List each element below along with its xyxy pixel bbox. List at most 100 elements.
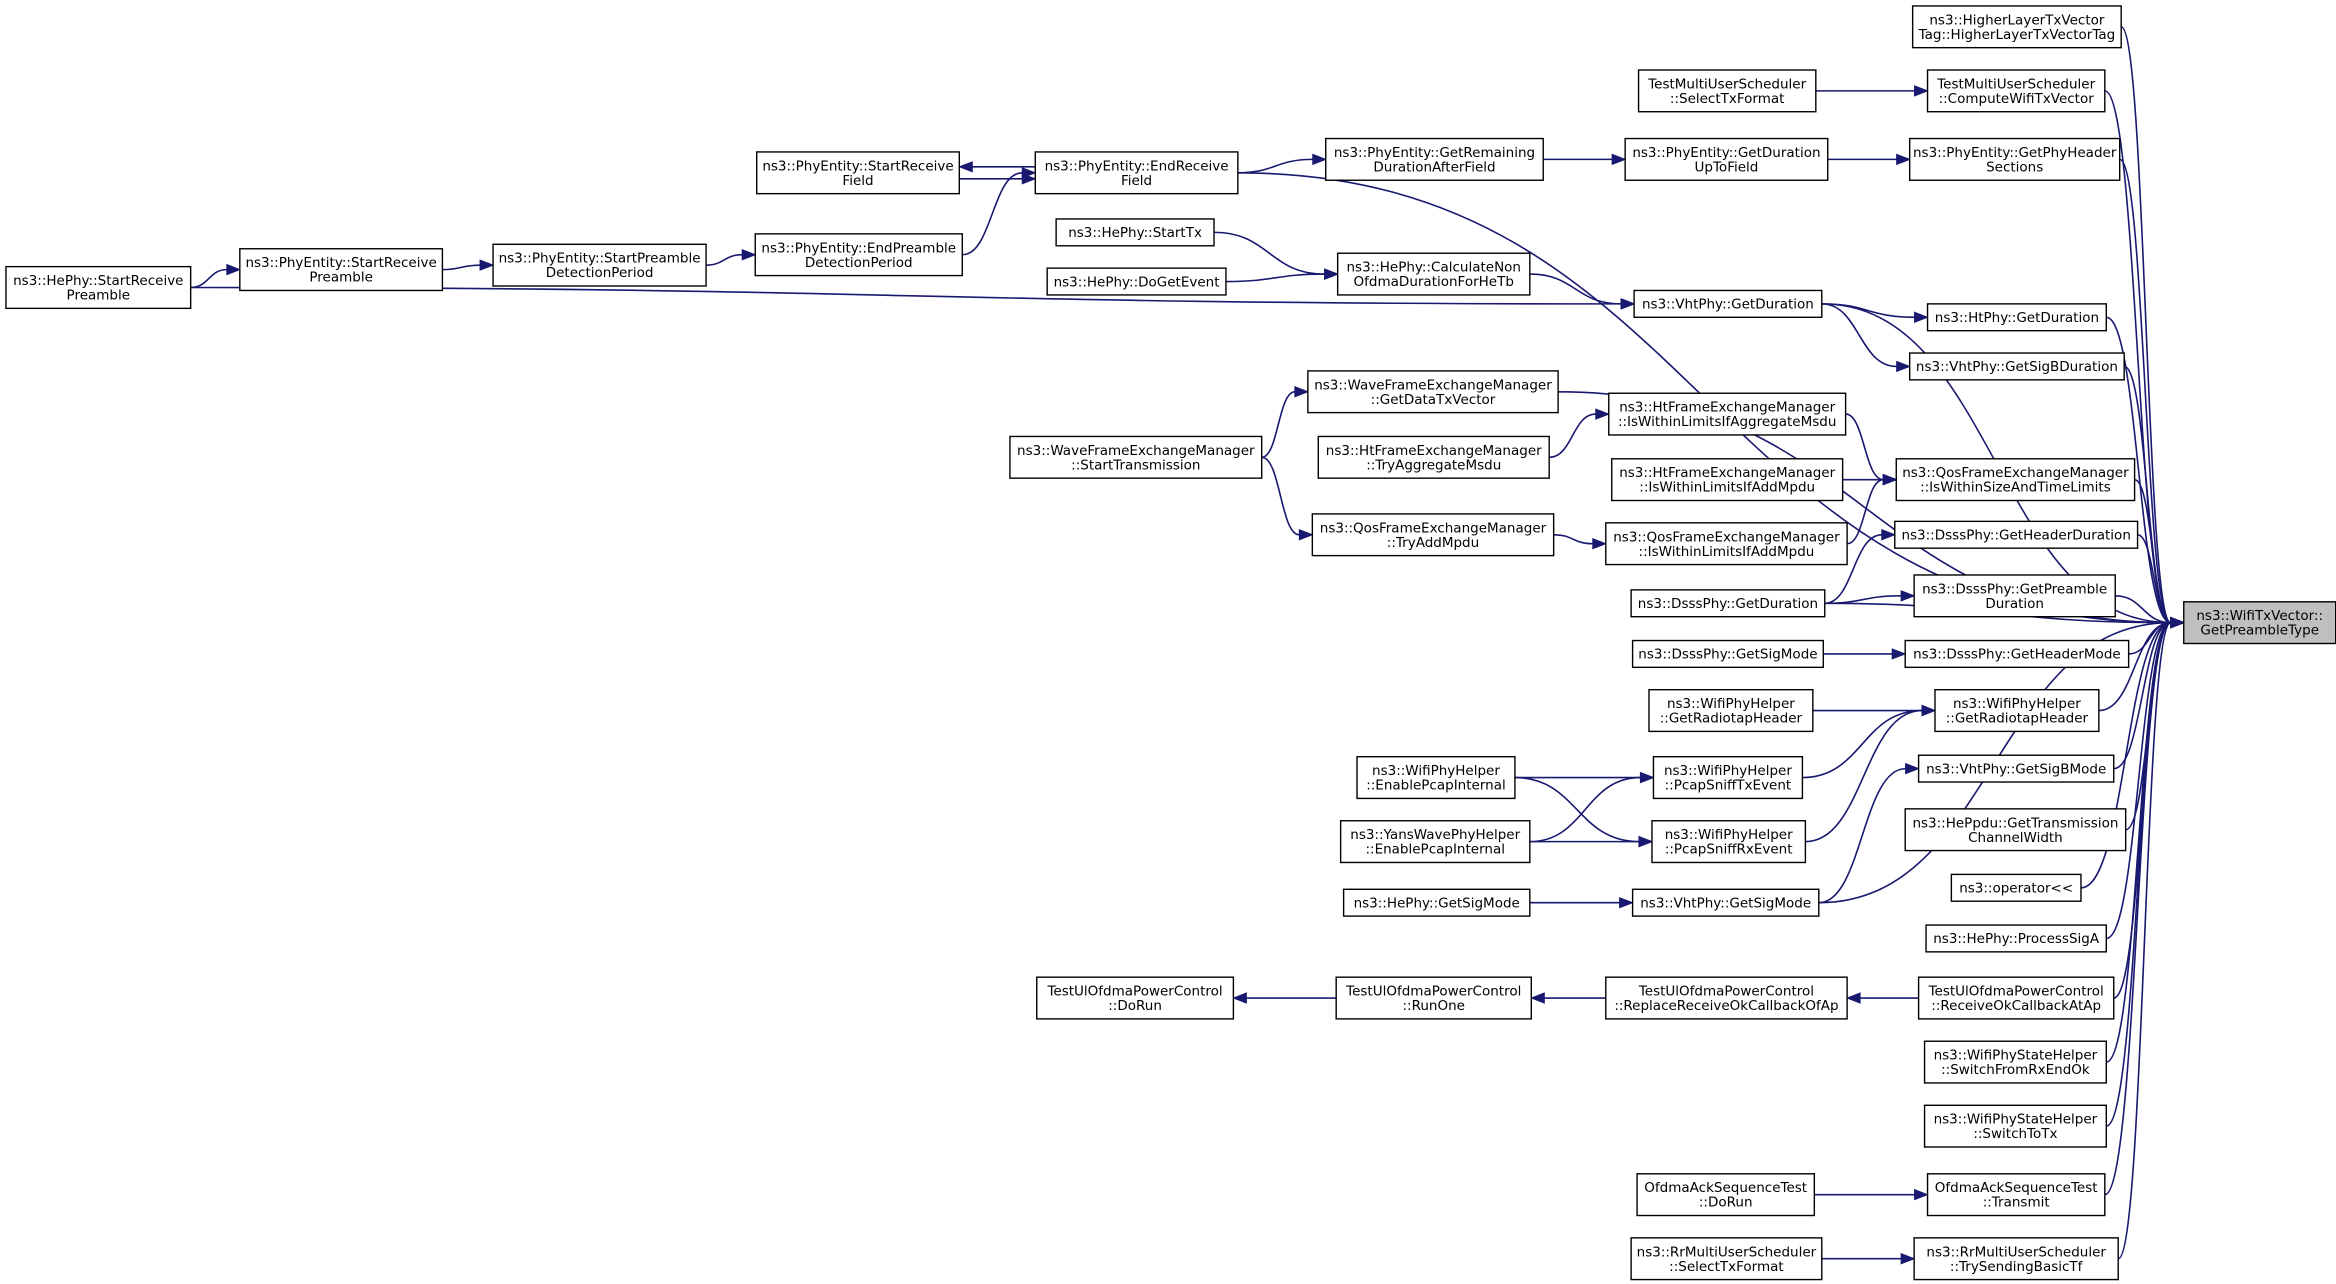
node-label-line: ns3::HtFrameExchangeManager xyxy=(1619,465,1835,481)
node-pe-grd[interactable]: ns3::PhyEntity::GetRemainingDurationAfte… xyxy=(1325,137,1544,181)
edge-he_starttx-to-he_cnod xyxy=(1214,231,1340,280)
node-wph-epi[interactable]: ns3::WifiPhyHelper::EnablePcapInternal xyxy=(1356,756,1516,800)
node-label-line: ::Transmit xyxy=(1983,1195,2050,1211)
edge-pe_spdp-to-pe_epdp xyxy=(706,248,757,266)
node-he-processsiga[interactable]: ns3::HePhy::ProcessSigA xyxy=(1925,924,2107,953)
node-vht-getsigbmode[interactable]: ns3::VhtPhy::GetSigBMode xyxy=(1917,754,2115,783)
node-dsss-getsigmode[interactable]: ns3::DsssPhy::GetSigMode xyxy=(1631,639,1824,669)
edge-pe_epdp-to-pe_erf xyxy=(962,167,1037,256)
node-label-line: DurationAfterField xyxy=(1373,159,1495,175)
node-box xyxy=(1925,924,2107,953)
node-tuopc-rrocoa[interactable]: TestUlOfdmaPowerControl::ReplaceReceiveO… xyxy=(1605,976,1848,1020)
node-wfem-st[interactable]: ns3::WaveFrameExchangeManager::StartTran… xyxy=(1009,435,1263,479)
node-label-line: ns3::QosFrameExchangeManager xyxy=(1320,520,1547,536)
node-target[interactable]: ns3::WifiTxVector::GetPreambleType xyxy=(2183,601,2336,645)
node-box xyxy=(1036,976,1235,1020)
node-wph-grh2[interactable]: ns3::WifiPhyHelper::GetRadiotapHeader xyxy=(1934,688,2100,733)
node-label-line: ns3::WifiPhyStateHelper xyxy=(1934,1048,2098,1064)
edge-arrowhead xyxy=(226,263,242,276)
node-qos-tam[interactable]: ns3::QosFrameExchangeManager::TryAddMpdu xyxy=(1311,513,1555,557)
node-wpsh-sfre[interactable]: ns3::WifiPhyStateHelper::SwitchFromRxEnd… xyxy=(1923,1040,2107,1084)
edge-arrowhead xyxy=(1881,529,1897,541)
edge-tuopc_rocaa-to-tuopc_rrocoa xyxy=(1845,992,1919,1004)
node-box xyxy=(1923,1040,2107,1084)
node-pe-spdp[interactable]: ns3::PhyEntity::StartPreambleDetectionPe… xyxy=(492,243,707,287)
node-hl-tag[interactable]: ns3::HigherLayerTxVectorTag::HigherLayer… xyxy=(1911,5,2122,49)
node-he-cnod[interactable]: ns3::HePhy::CalculateNonOfdmaDurationFor… xyxy=(1336,252,1531,296)
node-htfem-iwlam[interactable]: ns3::HtFrameExchangeManager::IsWithinLim… xyxy=(1608,392,1847,436)
node-he-starttx[interactable]: ns3::HePhy::StartTx xyxy=(1055,218,1215,247)
edge-line xyxy=(706,253,743,266)
edge-htfem_tam-to-htfem_iwlam xyxy=(1549,408,1611,459)
node-tmus-select[interactable]: TestMultiUserScheduler::SelectTxFormat xyxy=(1637,69,1817,113)
node-box xyxy=(1895,458,2136,502)
node-label-line: ::RunOne xyxy=(1402,998,1464,1014)
node-qos-iwladdm[interactable]: ns3::QosFrameExchangeManager::IsWithinLi… xyxy=(1605,522,1848,566)
node-wph-psre[interactable]: ns3::WifiPhyHelper::PcapSniffRxEvent xyxy=(1651,820,1807,864)
node-he-dogetevent[interactable]: ns3::HePhy::DoGetEvent xyxy=(1046,267,1227,296)
node-op-ll[interactable]: ns3::operator<< xyxy=(1950,873,2082,902)
node-label-line: Field xyxy=(842,173,873,189)
node-ht-getduration[interactable]: ns3::HtPhy::GetDuration xyxy=(1926,303,2107,332)
node-tuopc-dorun[interactable]: TestUlOfdmaPowerControl::DoRun xyxy=(1036,976,1235,1020)
node-box xyxy=(1317,435,1550,479)
node-label-line: ::TrySendingBasicTf xyxy=(1950,1259,2084,1275)
node-box xyxy=(1904,639,2130,669)
node-label-line: ns3::WifiPhyHelper xyxy=(1953,696,2081,712)
node-tmus-compute[interactable]: TestMultiUserScheduler::ComputeWifiTxVec… xyxy=(1926,69,2106,113)
node-tuopc-rocaa[interactable]: TestUlOfdmaPowerControl::ReceiveOkCallba… xyxy=(1917,976,2115,1020)
node-pe-epdp[interactable]: ns3::PhyEntity::EndPreambleDetectionPeri… xyxy=(754,233,963,277)
edge-arrowhead xyxy=(1294,386,1310,398)
edge-line xyxy=(2104,621,2172,1196)
node-label-line: ns3::HtFrameExchangeManager xyxy=(1326,443,1542,459)
node-htfem-iwladdm[interactable]: ns3::HtFrameExchangeManager::IsWithinLim… xyxy=(1611,458,1844,502)
node-tuopc-runone[interactable]: TestUlOfdmaPowerControl::RunOne xyxy=(1335,976,1533,1020)
node-box xyxy=(1631,888,1820,917)
node-label-line: ns3::QosFrameExchangeManager xyxy=(1613,529,1840,545)
node-label-line: Preamble xyxy=(67,288,131,304)
edge-arrowhead xyxy=(1900,590,1916,602)
node-wfem-gdtv[interactable]: ns3::WaveFrameExchangeManager::GetDataTx… xyxy=(1307,370,1559,414)
node-rmus-tsbt[interactable]: ns3::RrMultiUserScheduler::TrySendingBas… xyxy=(1913,1237,2119,1281)
node-vht-getsigbduration[interactable]: ns3::VhtPhy::GetSigBDuration xyxy=(1908,352,2125,381)
node-label-line: ::SelectTxFormat xyxy=(1670,91,1785,107)
node-box xyxy=(1651,820,1807,864)
node-dsss-getduration[interactable]: ns3::DsssPhy::GetDuration xyxy=(1630,589,1826,618)
node-label-line: ns3::DsssPhy::GetHeaderMode xyxy=(1913,647,2121,663)
node-label-line: ::GetDataTxVector xyxy=(1371,392,1496,408)
edge-arrowhead xyxy=(1231,992,1247,1004)
edge-wfem_st-to-wfem_gdtv xyxy=(1261,386,1310,459)
node-label-line: ns3::operator<< xyxy=(1959,881,2073,897)
node-he-getsigmode[interactable]: ns3::HePhy::GetSigMode xyxy=(1342,888,1531,917)
node-rmus-stf[interactable]: ns3::RrMultiUserScheduler::SelectTxForma… xyxy=(1630,1237,1823,1281)
node-vht-getduration[interactable]: ns3::VhtPhy::GetDuration xyxy=(1633,289,1823,318)
node-oast-dorun[interactable]: OfdmaAckSequenceTest::DoRun xyxy=(1636,1173,1816,1217)
node-oast-transmit[interactable]: OfdmaAckSequenceTest::Transmit xyxy=(1926,1173,2106,1217)
node-label-line: TestMultiUserScheduler xyxy=(1647,76,1806,92)
node-dsss-ghm[interactable]: ns3::DsssPhy::GetHeaderMode xyxy=(1904,639,2130,669)
node-wph-pste[interactable]: ns3::WifiPhyHelper::PcapSniffTxEvent xyxy=(1652,756,1804,800)
node-wph-grh1[interactable]: ns3::WifiPhyHelper::GetRadiotapHeader xyxy=(1648,688,1814,733)
node-qos-iwst[interactable]: ns3::QosFrameExchangeManager::IsWithinSi… xyxy=(1895,458,2136,502)
node-ywph-epi[interactable]: ns3::YansWavePhyHelper::EnablePcapIntern… xyxy=(1339,820,1531,864)
node-label-line: ns3::HePhy::DoGetEvent xyxy=(1054,274,1220,290)
node-label-line: ::PcapSniffTxEvent xyxy=(1665,778,1792,794)
node-label-line: ns3::HtPhy::GetDuration xyxy=(1935,310,2099,326)
node-wpsh-stt[interactable]: ns3::WifiPhyStateHelper::SwitchToTx xyxy=(1923,1104,2107,1148)
node-dsss-ghd[interactable]: ns3::DsssPhy::GetHeaderDuration xyxy=(1894,520,2139,549)
node-box xyxy=(1630,589,1826,618)
node-vht-getsigmode[interactable]: ns3::VhtPhy::GetSigMode xyxy=(1631,888,1820,917)
edge-line xyxy=(1214,231,1325,275)
node-htfem-tam[interactable]: ns3::HtFrameExchangeManager::TryAggregat… xyxy=(1317,435,1550,479)
node-box xyxy=(1611,458,1844,502)
node-box xyxy=(2183,601,2336,645)
edge-arrowhead xyxy=(1896,360,1912,373)
